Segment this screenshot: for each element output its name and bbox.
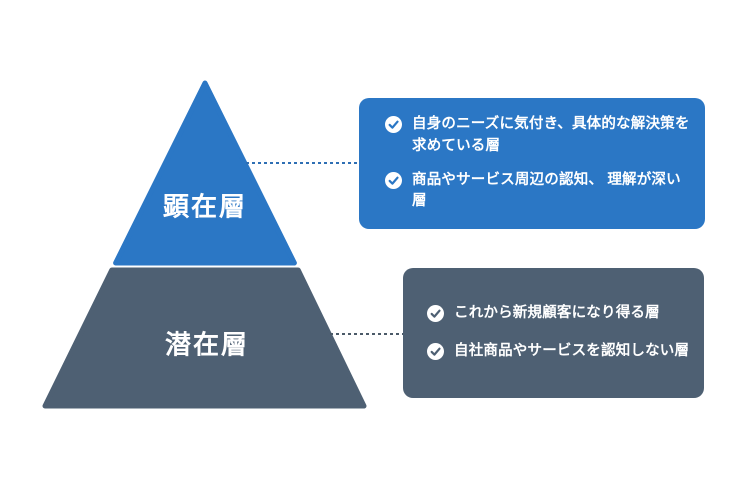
connector-line-bottom [330, 333, 403, 335]
pyramid-bottom-label: 潜在層 [164, 329, 250, 360]
check-icon [385, 116, 402, 133]
callout-item-text: 自身のニーズに気付き、具体的な解決策を求めている層 [412, 116, 690, 154]
callout-item: 自身のニーズに気付き、具体的な解決策を求めている層 [385, 114, 691, 158]
callout-item: これから新規顧客になり得る層 [427, 303, 690, 325]
callout-item-text: 商品やサービス周辺の認知、 理解が深い層 [412, 171, 681, 210]
check-icon [427, 305, 444, 323]
callout-item: 自社商品やサービスを認知しない層 [427, 341, 690, 363]
pyramid-top-label: 顕在層 [162, 191, 248, 222]
check-icon [427, 343, 444, 360]
check-icon [385, 171, 402, 189]
callout-latent-layer: これから新規顧客になり得る層 自社商品やサービスを認知しない層 [403, 268, 704, 398]
callout-item-text: これから新規顧客になり得る層 [454, 305, 660, 322]
pyramid-top-segment [113, 80, 297, 266]
callout-item-text: 自社商品やサービスを認知しない層 [454, 343, 690, 359]
callout-explicit-layer: 自身のニーズに気付き、具体的な解決策を求めている層 商品やサービス周辺の認知、 … [359, 98, 705, 229]
pyramid-bottom-segment [42, 267, 367, 409]
callout-item: 商品やサービス周辺の認知、 理解が深い層 [385, 170, 691, 214]
connector-line-top [246, 162, 359, 164]
